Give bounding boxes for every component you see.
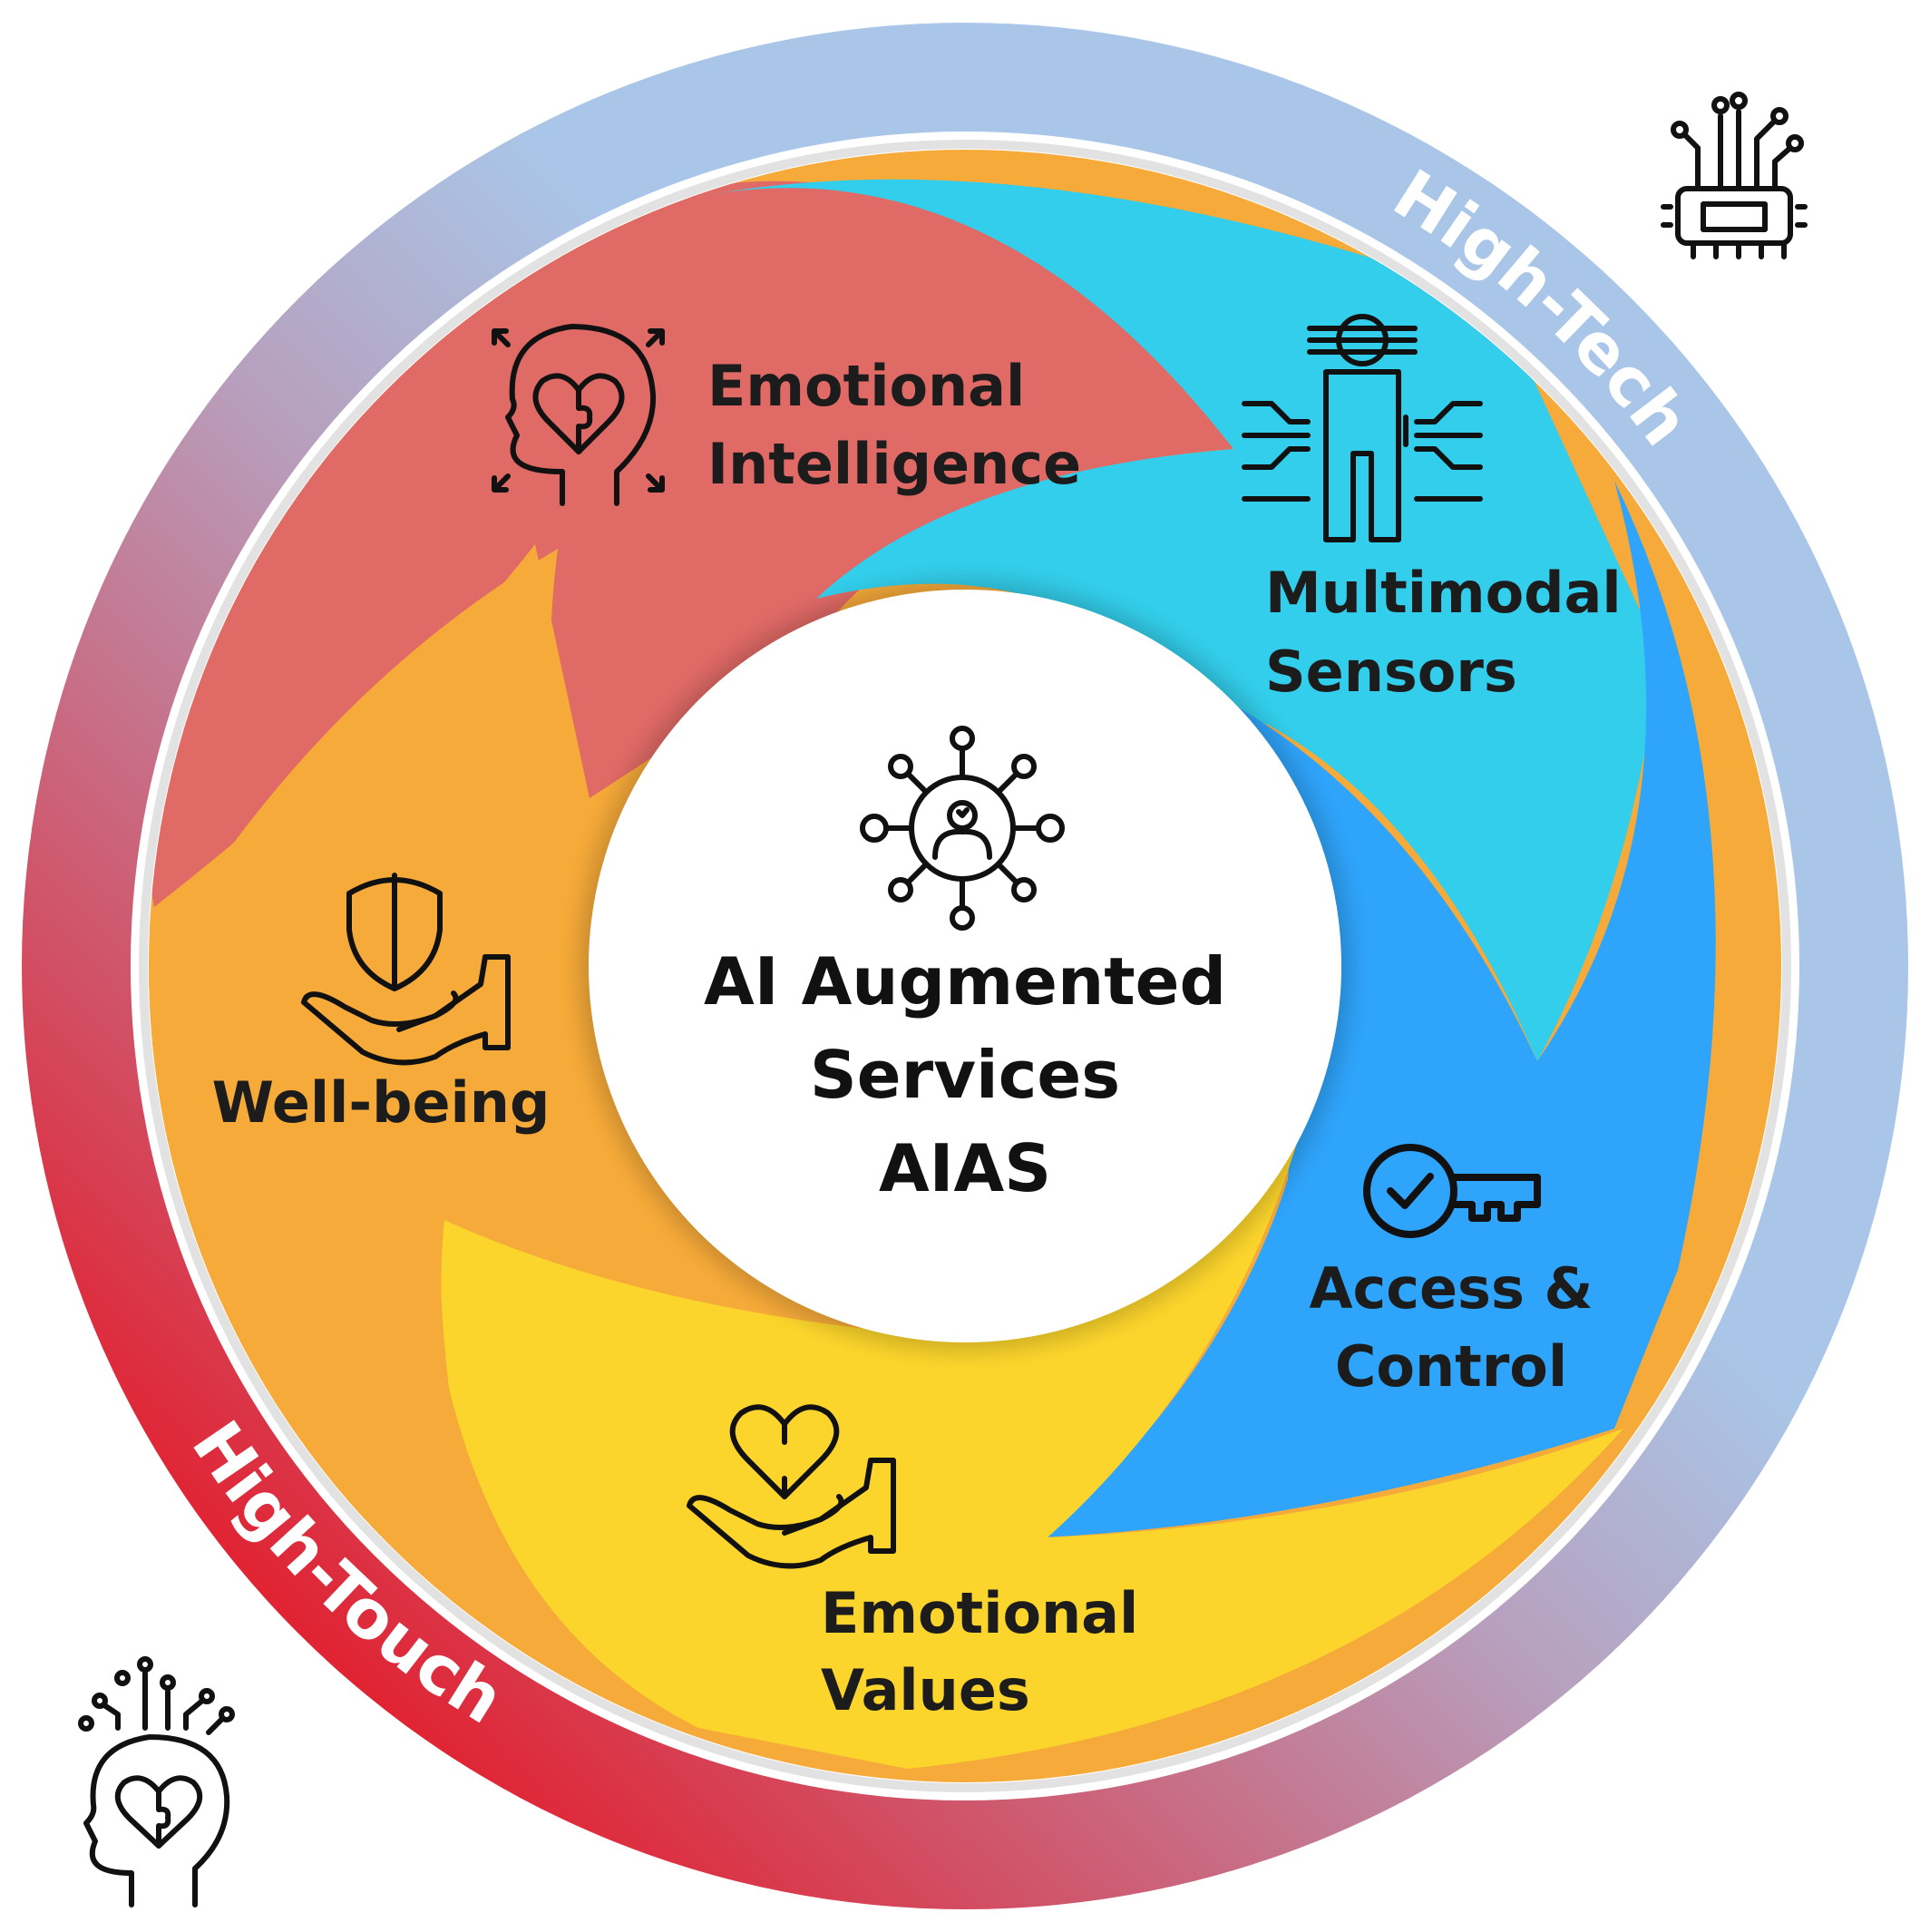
ai-network-icon — [860, 726, 1065, 931]
head-circuit-icon — [78, 1656, 235, 1908]
hand-shield-icon — [301, 873, 511, 1066]
segment-emotional-values — [441, 1143, 1623, 1769]
label-access-control-line2: Control — [1335, 1333, 1567, 1400]
label-emotional-values-line1: Emotional — [821, 1580, 1138, 1646]
label-access-control-line1: Access & — [1310, 1255, 1594, 1322]
label-well-being: Well-being — [212, 1069, 551, 1136]
segment-well-being — [149, 549, 907, 1728]
center-title-line2: Services — [810, 1037, 1120, 1113]
chip-icon — [1661, 92, 1808, 259]
segment-multimodal-sensors — [707, 179, 1660, 1061]
hand-heart-icon — [687, 1404, 896, 1569]
head-heart-icon — [492, 324, 665, 506]
label-multimodal-sensors-line1: Multimodal — [1265, 560, 1622, 626]
label-emotional-intelligence-line1: Emotional — [707, 353, 1025, 419]
person-scan-icon — [1242, 314, 1483, 542]
label-emotional-intelligence-line2: Intelligence — [707, 431, 1081, 497]
center-circle — [589, 590, 1341, 1342]
center-title-line1: AI Augmented — [704, 943, 1226, 1020]
center-title-line3: AIAS — [879, 1130, 1051, 1206]
label-multimodal-sensors-line2: Sensors — [1265, 639, 1517, 705]
key-check-icon — [1363, 1144, 1541, 1238]
segment-access-control — [1043, 481, 1716, 1537]
label-emotional-values-line2: Values — [821, 1657, 1030, 1723]
